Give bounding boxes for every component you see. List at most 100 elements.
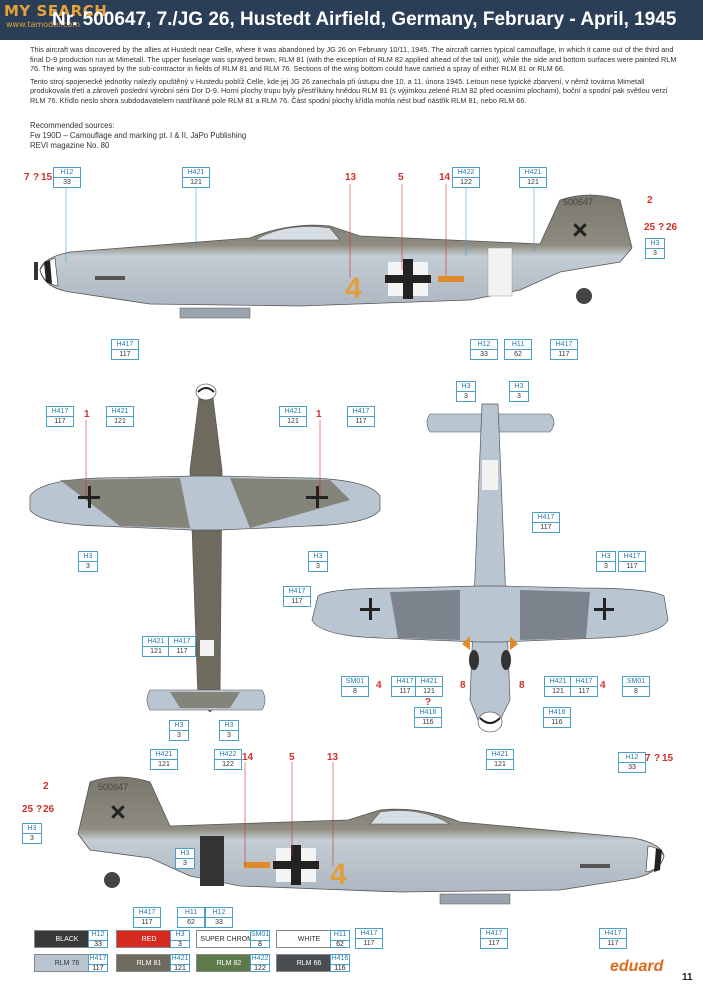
page-header: MY SEARCH www.tamodel.com Nr. 500647, 7.… (0, 0, 703, 40)
sources-heading: Recommended sources: (30, 121, 115, 130)
marker-number: 8 (519, 680, 525, 691)
marker-number: ? (36, 804, 43, 815)
marker-number: 1 (316, 409, 322, 420)
swatch-label: RED (116, 930, 182, 948)
side-view-left: 4 500647 (34, 194, 633, 319)
marker-number: ? (658, 222, 665, 233)
side-view-right: 4 500647 (77, 776, 665, 905)
marker-number: 5 (398, 172, 404, 183)
marker-number: 8 (460, 680, 466, 691)
description-czech: Tento stroj spojenecké jednotky nalezly … (30, 76, 668, 105)
fuselage-number-2: 4 (330, 858, 347, 891)
watermark-text: MY SEARCH (4, 2, 108, 20)
marker-number: 13 (327, 752, 339, 763)
fuselage-cross-2 (273, 845, 319, 885)
marker-number: 7 (645, 753, 651, 764)
marker-number: 14 (439, 172, 451, 183)
description: This aircraft was discovered by the alli… (30, 45, 680, 108)
marker-number: ? (33, 172, 40, 183)
marker-number: ? (425, 697, 432, 708)
tail-serial: 500647 (563, 197, 593, 207)
eduard-logo: eduard (610, 958, 664, 975)
marker-number: 2 (43, 781, 49, 792)
marker-number: 25 (22, 804, 34, 815)
page-title: Nr. 500647, 7./JG 26, Hustedt Airfield, … (52, 9, 677, 30)
swatch-label: RLM 76 (34, 954, 100, 972)
source-item: REVI magazine No. 80 (30, 141, 110, 150)
marker-number: 1 (84, 409, 90, 420)
fuselage-number: 4 (345, 272, 362, 305)
marker-number: 13 (345, 172, 357, 183)
marker-number: 2 (647, 195, 653, 206)
marker-number: 14 (242, 752, 254, 763)
source-item: Fw 190D – Camouflage and marking pt. I &… (30, 131, 247, 140)
description-english: This aircraft was discovered by the alli… (30, 45, 677, 73)
marker-number: 15 (662, 753, 674, 764)
page-number: 11 (682, 972, 693, 983)
marker-number: 15 (41, 172, 53, 183)
marker-number: 7 (24, 172, 30, 183)
top-view (29, 383, 381, 713)
watermark-url: www.tamodel.com (6, 20, 81, 29)
marker-number: 4 (376, 680, 382, 691)
sources: Recommended sources: Fw 190D – Camouflag… (30, 121, 246, 151)
marker-number: 26 (43, 804, 55, 815)
marker-number: ? (654, 753, 661, 764)
marker-number: 26 (666, 222, 678, 233)
tail-serial-2: 500647 (98, 782, 128, 792)
marker-number: 5 (289, 752, 295, 763)
